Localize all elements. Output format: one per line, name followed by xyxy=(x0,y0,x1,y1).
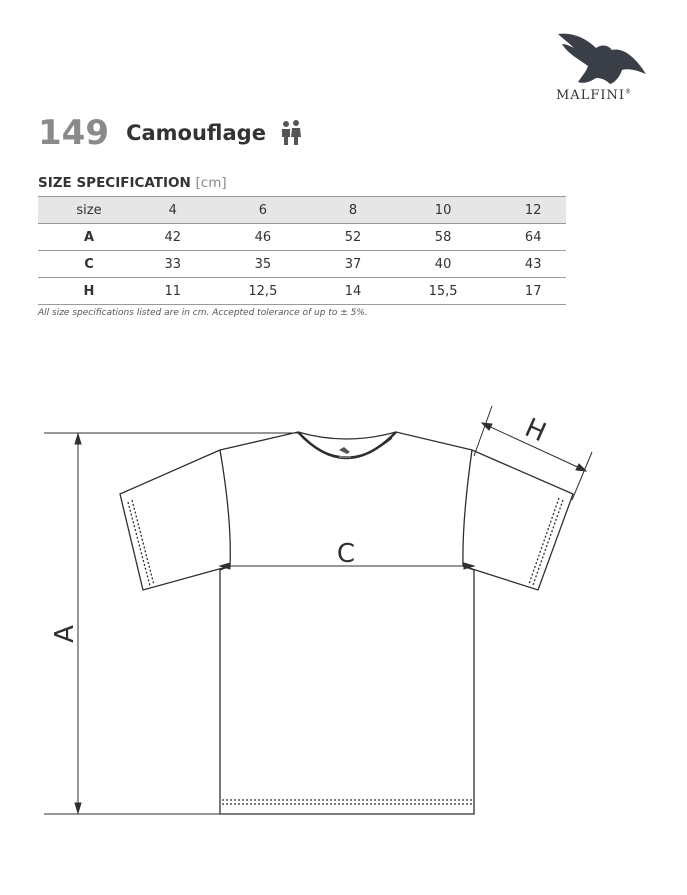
kids-icon xyxy=(282,120,302,145)
row-label: C xyxy=(38,250,140,278)
dimension-a xyxy=(44,432,300,815)
table-row: C 33 35 37 40 43 xyxy=(38,250,566,278)
tshirt-diagram: A C H xyxy=(44,405,593,815)
table-cell: 35 xyxy=(205,250,321,278)
neck-label-icon xyxy=(339,447,351,458)
table-header-cell: 8 xyxy=(320,196,386,224)
table-header-cell: 6 xyxy=(205,196,321,224)
table-cell: 14 xyxy=(320,277,386,305)
table-cell: 11 xyxy=(140,277,206,305)
table-row: A 42 46 52 58 64 xyxy=(38,223,566,251)
product-code: 149 xyxy=(38,113,109,153)
label-c: C xyxy=(337,539,355,569)
trademark-sign: ® xyxy=(625,88,632,96)
table-cell: 15,5 xyxy=(385,277,501,305)
spec-title-text: SIZE SPECIFICATION xyxy=(38,175,191,191)
dimension-c xyxy=(218,562,476,570)
table-cell: 42 xyxy=(140,223,206,251)
label-a: A xyxy=(50,625,80,643)
eagle-icon xyxy=(558,33,646,84)
tshirt-outline xyxy=(119,431,574,815)
table-cell: 52 xyxy=(320,223,386,251)
table-cell: 40 xyxy=(385,250,501,278)
table-cell: 12,5 xyxy=(205,277,321,305)
spec-unit: [cm] xyxy=(195,175,227,191)
table-header-row: size 4 6 8 10 12 xyxy=(38,196,566,224)
table-cell: 58 xyxy=(385,223,501,251)
table-cell: 37 xyxy=(320,250,386,278)
row-label: H xyxy=(38,277,140,305)
table-cell: 17 xyxy=(500,277,566,305)
table-header-cell: 4 xyxy=(140,196,206,224)
row-label: A xyxy=(38,223,140,251)
table-cell: 43 xyxy=(500,250,566,278)
table-cell: 64 xyxy=(500,223,566,251)
brand-name: MALFINI xyxy=(556,88,625,103)
table-row: H 11 12,5 14 15,5 17 xyxy=(38,277,566,305)
product-heading: 149 Camouflage xyxy=(38,113,303,157)
table-cell: 46 xyxy=(205,223,321,251)
dimension-h xyxy=(473,405,593,501)
size-table: size 4 6 8 10 12 A 42 46 52 58 64 C 33 3… xyxy=(38,196,566,305)
tolerance-note: All size specifications listed are in cm… xyxy=(38,308,368,318)
table-header-cell: 12 xyxy=(500,196,566,224)
product-name: Camouflage xyxy=(126,121,266,145)
table-header-cell: size xyxy=(38,196,140,224)
table-header-cell: 10 xyxy=(385,196,501,224)
table-cell: 33 xyxy=(140,250,206,278)
malfini-logo: MALFINI® xyxy=(552,30,652,105)
spec-title: SIZE SPECIFICATION [cm] xyxy=(38,175,227,191)
